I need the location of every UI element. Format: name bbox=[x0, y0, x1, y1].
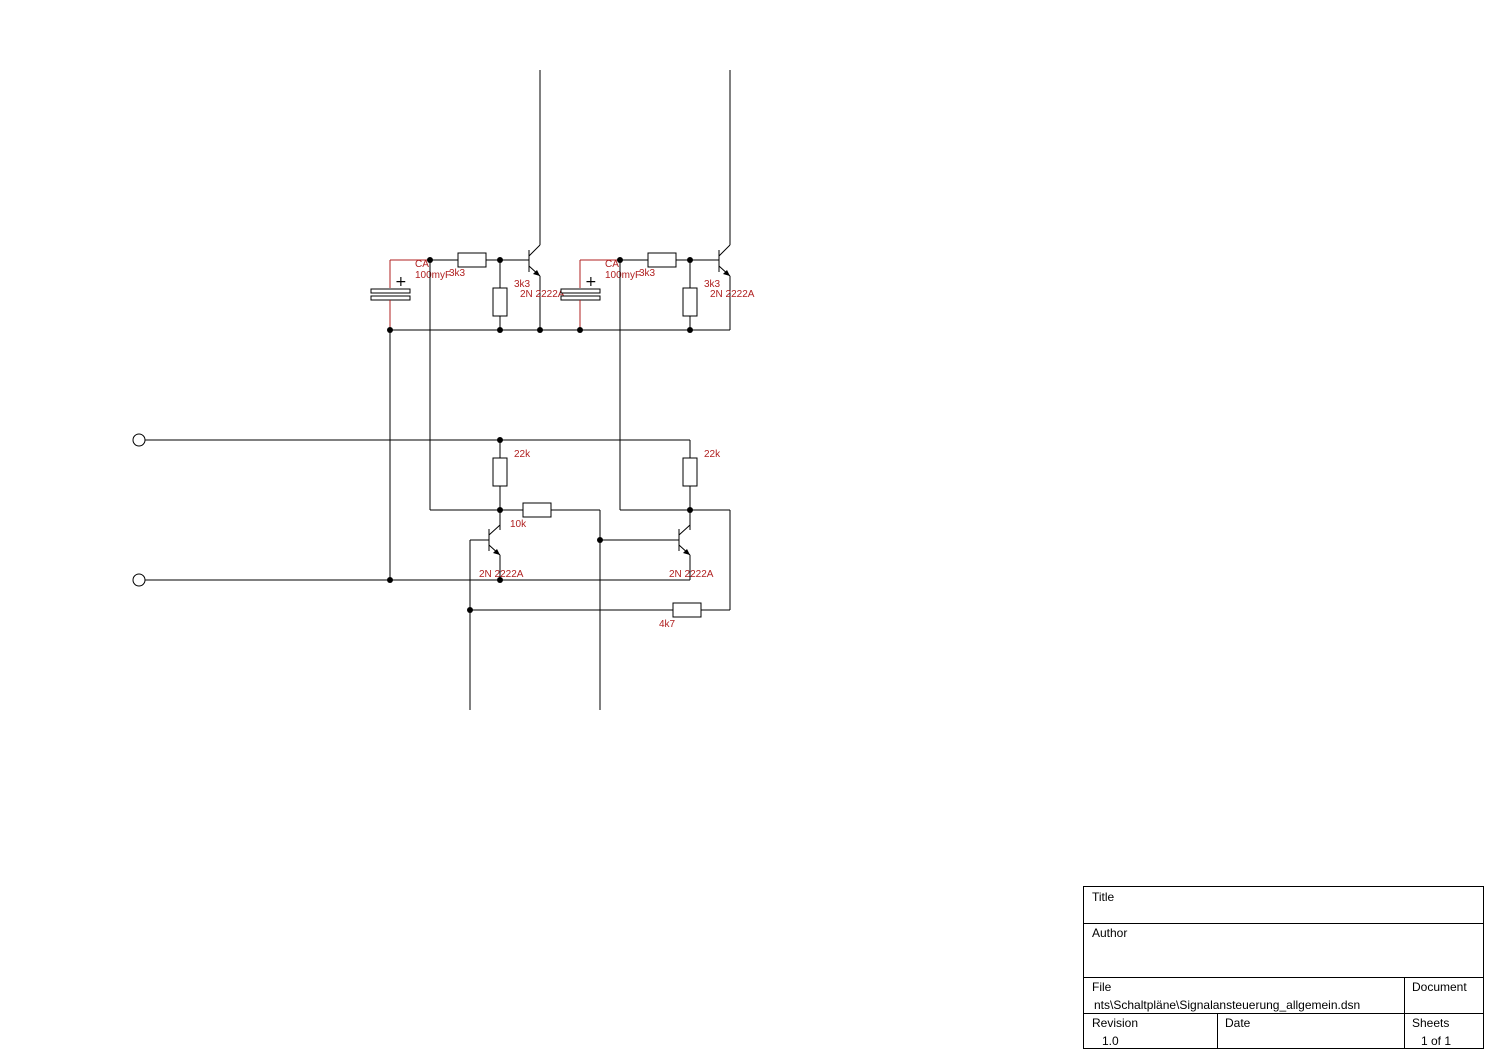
title-block: Title Author File nts\Schaltpläne\Signal… bbox=[1083, 886, 1484, 1049]
resistor-r4 bbox=[682, 287, 698, 317]
junction bbox=[687, 327, 693, 333]
capacitor-c2-plus: + bbox=[585, 274, 597, 290]
document-label: Document bbox=[1412, 980, 1467, 994]
q1-part-label: 2N 2222A bbox=[520, 289, 565, 300]
title-block-divider bbox=[1084, 1013, 1483, 1014]
transistor-q1-collector bbox=[528, 244, 541, 257]
title-block-divider bbox=[1217, 1013, 1218, 1049]
junction bbox=[687, 507, 693, 513]
r8-value-label: 4k7 bbox=[659, 619, 676, 630]
terminal-bottom[interactable] bbox=[132, 573, 146, 587]
r3-value-label: 3k3 bbox=[639, 268, 656, 279]
title-block-divider bbox=[1084, 923, 1483, 924]
title-block-divider bbox=[1084, 977, 1483, 978]
junction bbox=[577, 327, 583, 333]
capacitor-c1-plate-top bbox=[370, 288, 411, 294]
r1-value-label: 3k3 bbox=[449, 268, 466, 279]
resistor-r2 bbox=[492, 287, 508, 317]
c2-value-label: 100myF bbox=[605, 270, 641, 281]
r2-value-label: 3k3 bbox=[514, 279, 531, 290]
junction bbox=[497, 257, 503, 263]
r7-value-label: 10k bbox=[510, 519, 527, 530]
capacitor-c2-plate-top bbox=[560, 288, 601, 294]
capacitor-c2-plate-bottom bbox=[560, 295, 601, 301]
c2-ref-label: CA bbox=[605, 259, 619, 270]
c1-value-label: 100myF bbox=[415, 270, 451, 281]
sheets-label: Sheets bbox=[1412, 1016, 1450, 1030]
q3-part-label: 2N 2222A bbox=[479, 569, 524, 580]
sheets-value: 1 of 1 bbox=[1421, 1034, 1452, 1048]
transistor-q1-arrow bbox=[533, 270, 540, 276]
stage-2: + CA 100myF 3k3 3k3 2N 2222A bbox=[540, 70, 755, 333]
transistor-q4-collector bbox=[678, 524, 691, 536]
stage-1: + CA 100myF 3k3 3k3 2N 2222A bbox=[370, 70, 565, 333]
r5-value-label: 22k bbox=[514, 449, 531, 460]
transistor-q3-collector bbox=[488, 524, 501, 536]
resistor-r5 bbox=[492, 457, 508, 487]
junction bbox=[497, 577, 503, 583]
terminal-top[interactable] bbox=[132, 433, 146, 447]
q2-part-label: 2N 2222A bbox=[710, 289, 755, 300]
q4-part-label: 2N 2222A bbox=[669, 569, 714, 580]
r4-value-label: 3k3 bbox=[704, 279, 721, 290]
junction bbox=[597, 537, 603, 543]
resistor-r7 bbox=[522, 502, 552, 518]
junction bbox=[497, 437, 503, 443]
junction bbox=[497, 327, 503, 333]
junction bbox=[387, 577, 393, 583]
junction bbox=[467, 607, 473, 613]
file-label: File bbox=[1092, 980, 1112, 994]
title-label: Title bbox=[1092, 890, 1115, 904]
revision-value: 1.0 bbox=[1102, 1034, 1119, 1048]
lower-stage: 22k 22k 10k 2N 2222A 2N 2222A 4k7 bbox=[132, 433, 731, 710]
title-block-divider bbox=[1404, 977, 1405, 1049]
date-label: Date bbox=[1225, 1016, 1251, 1030]
file-path-value: nts\Schaltpläne\Signalansteuerung_allgem… bbox=[1094, 998, 1361, 1012]
transistor-q2-collector bbox=[718, 244, 731, 257]
resistor-r6 bbox=[682, 457, 698, 487]
author-label: Author bbox=[1092, 926, 1128, 940]
capacitor-c1-plate-bottom bbox=[370, 295, 411, 301]
resistor-r8 bbox=[672, 602, 702, 618]
junction bbox=[497, 507, 503, 513]
transistor-q2-arrow bbox=[723, 270, 730, 276]
capacitor-c1-plus: + bbox=[395, 274, 407, 290]
junction bbox=[687, 257, 693, 263]
resistor-r1 bbox=[457, 252, 487, 268]
transistor-q4-arrow bbox=[683, 549, 690, 555]
c1-ref-label: CA bbox=[415, 259, 429, 270]
transistor-q3-arrow bbox=[493, 549, 500, 555]
revision-label: Revision bbox=[1092, 1016, 1139, 1030]
r6-value-label: 22k bbox=[704, 449, 721, 460]
resistor-r3 bbox=[647, 252, 677, 268]
